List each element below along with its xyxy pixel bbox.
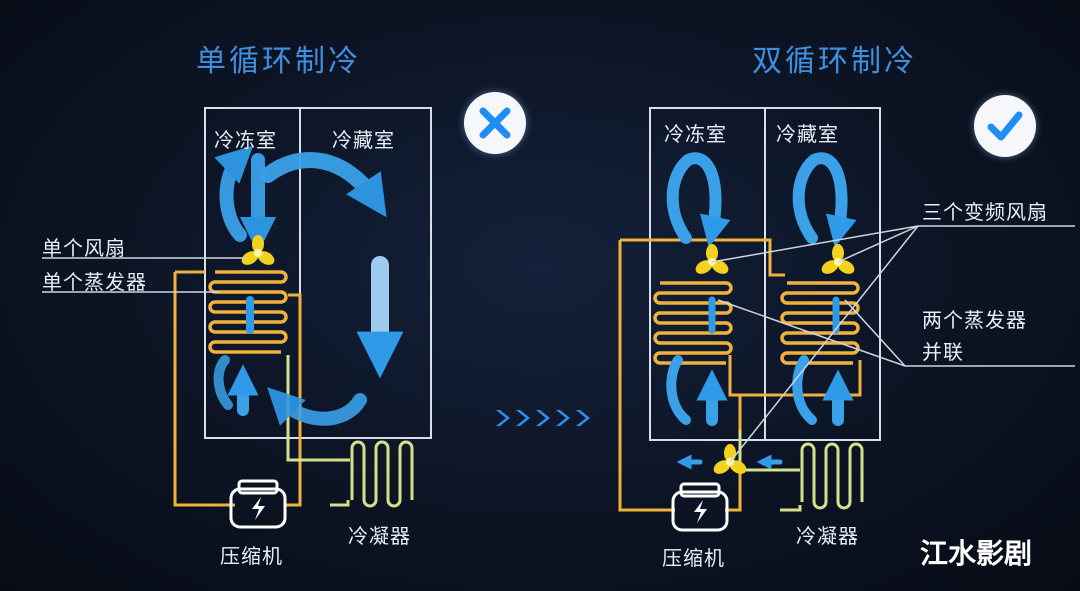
left-fan-label: 单个风扇 — [42, 236, 126, 260]
right-fan-label: 三个变频风扇 — [922, 200, 1048, 224]
left-title: 单循环制冷 — [196, 44, 361, 79]
right-condenser-label: 冷凝器 — [796, 524, 859, 548]
left-diagram — [42, 107, 432, 529]
left-condenser-pipe — [286, 355, 350, 507]
right-status-badge — [974, 95, 1036, 157]
right-freezer-label: 冷冻室 — [664, 122, 727, 146]
right-evaporator-label-1: 两个蒸发器 — [922, 308, 1027, 332]
left-evaporator-label: 单个蒸发器 — [42, 270, 147, 294]
right-freezer-evaporator-coil — [653, 281, 733, 365]
right-airflow — [666, 152, 857, 470]
right-diagram — [618, 107, 1075, 532]
right-fridge-fan-icon — [819, 244, 857, 277]
left-status-badge — [464, 92, 526, 154]
right-condenser-pipe — [738, 430, 802, 512]
watermark: 江水影剧 — [920, 537, 1033, 570]
right-compressor-label: 压缩机 — [662, 546, 725, 570]
left-freezer-label: 冷冻室 — [214, 128, 277, 152]
right-leader-lines — [711, 225, 1075, 463]
right-condenser-fan-icon — [711, 444, 749, 477]
left-condenser-label: 冷凝器 — [348, 524, 411, 548]
right-refrigerant-pipe — [618, 238, 862, 512]
left-condenser-icon — [350, 440, 414, 508]
cross-icon — [479, 107, 511, 139]
left-compressor-label: 压缩机 — [220, 544, 283, 568]
right-fridge-evaporator-coil — [780, 281, 860, 365]
transition-arrows — [496, 410, 590, 426]
right-compressor-icon — [671, 482, 729, 532]
left-fridge-label: 冷藏室 — [332, 128, 395, 152]
left-compressor-icon — [229, 479, 287, 529]
left-airflow — [213, 145, 404, 426]
check-icon — [987, 111, 1023, 141]
right-title: 双循环制冷 — [752, 44, 917, 79]
right-fridge-label: 冷藏室 — [776, 122, 839, 146]
right-evaporator-label-2: 并联 — [922, 340, 964, 364]
left-fridge-compartment — [299, 107, 432, 439]
right-condenser-icon — [800, 442, 864, 510]
